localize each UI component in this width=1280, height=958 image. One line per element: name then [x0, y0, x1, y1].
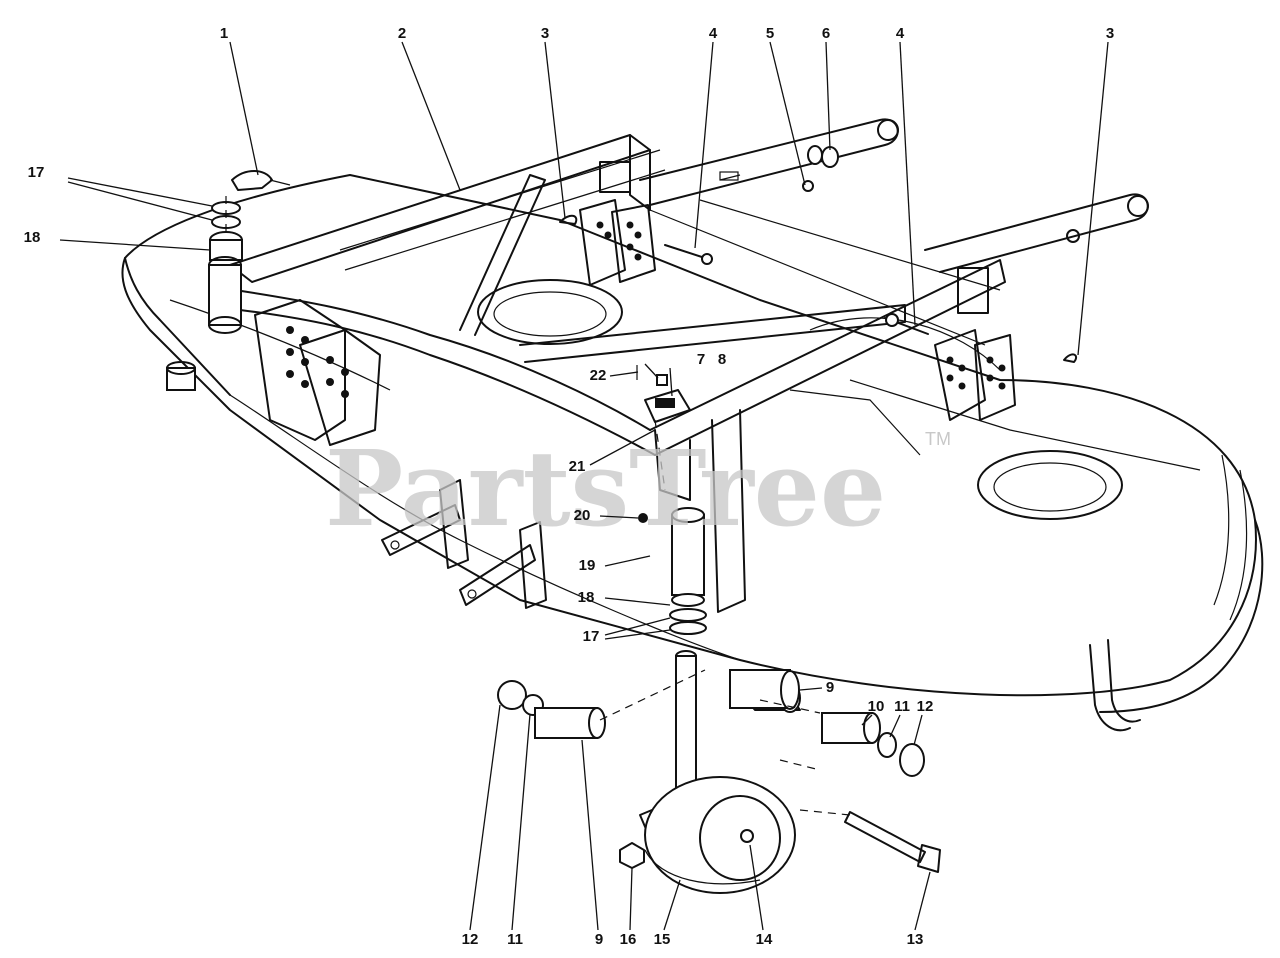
callout-16: 16 [620, 931, 637, 948]
callout-4-right: 4 [896, 25, 905, 42]
callout-9: 9 [826, 679, 834, 696]
callout-20: 20 [574, 507, 591, 524]
caster-wheel-assembly [497, 507, 941, 894]
callout-4: 4 [709, 25, 718, 42]
callout-13: 13 [907, 931, 924, 948]
callout-21: 21 [569, 458, 586, 475]
callout-17: 17 [28, 164, 45, 181]
leader-lines [59, 41, 1109, 931]
callout-1: 1 [220, 25, 228, 42]
watermark-brand: PartsTree [325, 427, 886, 550]
lift-frame [229, 118, 1149, 613]
callout-18-caster: 18 [578, 589, 595, 606]
callout-7: 7 [697, 351, 705, 368]
callout-3-right: 3 [1106, 25, 1114, 42]
callout-18: 18 [24, 229, 41, 246]
right-hanger-plates [934, 329, 1016, 421]
callout-6: 6 [822, 25, 830, 42]
callout-9-bottom: 9 [595, 931, 603, 948]
front-brackets [381, 479, 547, 609]
callout-15: 15 [654, 931, 671, 948]
callout-17-caster: 17 [583, 628, 600, 645]
callout-12: 12 [917, 698, 934, 715]
callout-10: 10 [868, 698, 885, 715]
center-bracket-hardware [636, 365, 691, 523]
callout-11-bottom: 11 [507, 931, 523, 948]
callout-labels: 1 2 3 4 5 6 4 3 17 18 7 8 22 21 20 19 18… [24, 25, 1115, 948]
center-hanger-plates [579, 199, 656, 286]
callout-22: 22 [590, 367, 607, 384]
callout-5: 5 [766, 25, 774, 42]
callout-3: 3 [541, 25, 549, 42]
callout-11: 11 [894, 698, 910, 715]
pins-hardware [559, 145, 1078, 363]
callout-12-bottom: 12 [462, 931, 479, 948]
left-pivot-hardware [166, 170, 291, 391]
watermark-trademark: TM [925, 429, 951, 449]
callout-19: 19 [579, 557, 596, 574]
callout-2: 2 [398, 25, 406, 42]
partstree-watermark: PartsTree TM [325, 427, 951, 550]
callout-8: 8 [718, 351, 726, 368]
callout-14: 14 [756, 931, 773, 948]
